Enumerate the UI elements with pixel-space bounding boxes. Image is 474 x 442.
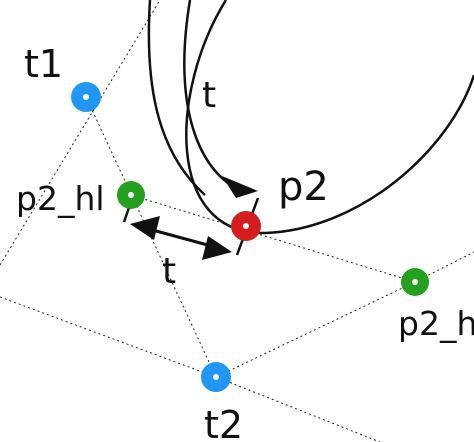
inner-curve	[183, 0, 236, 190]
double-arrow-t	[130, 216, 232, 260]
label-p2-hr: p2_h	[398, 304, 474, 343]
curve-arrowhead	[222, 176, 258, 198]
point-t2	[201, 362, 231, 392]
dotted-line-top	[0, 0, 161, 266]
label-p2: p2	[278, 164, 329, 210]
main-curve	[185, 0, 474, 235]
outer-curve-top	[147, 0, 206, 196]
dotted-line-hr-t2	[215, 281, 416, 378]
label-t2: t2	[204, 403, 243, 442]
point-p2-hr	[401, 268, 429, 296]
label-t1: t1	[24, 42, 63, 86]
label-p2-hl: p2_hl	[16, 179, 105, 218]
dotted-line-lower-left	[0, 296, 217, 378]
point-t1	[71, 82, 101, 112]
label-t-top: t	[202, 75, 216, 116]
label-t-mid: t	[162, 251, 176, 292]
dotted-line-t1-t2	[85, 96, 217, 378]
point-p2-hl	[117, 181, 145, 209]
point-p2	[231, 211, 261, 241]
